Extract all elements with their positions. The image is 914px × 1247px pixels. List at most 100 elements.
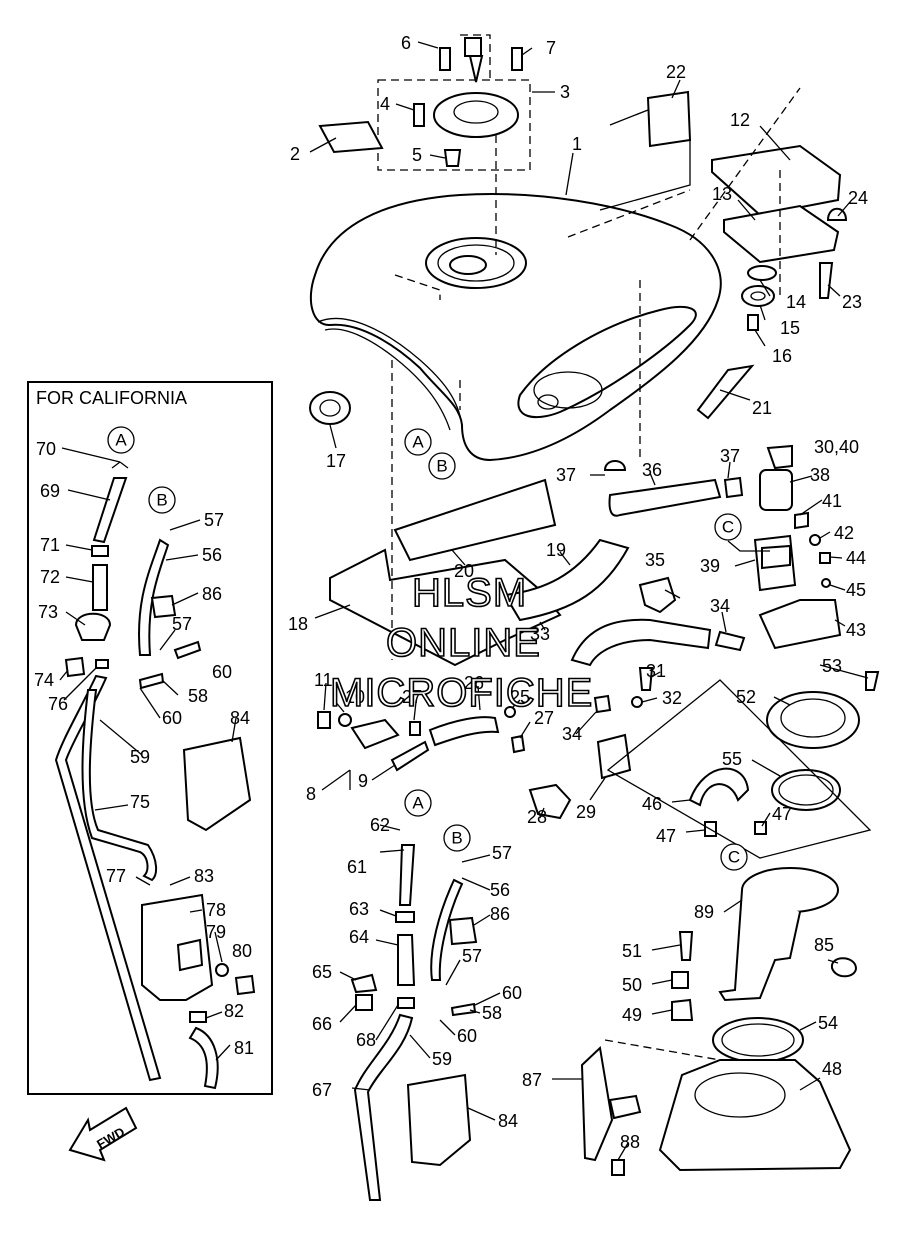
callout-47a: 47 [656, 826, 676, 846]
callout-89: 89 [694, 902, 714, 922]
inset-callout-80: 80 [232, 941, 252, 961]
inset-callout-58: 58 [188, 686, 208, 706]
inset-callout-70: 70 [36, 439, 56, 459]
ref-label: B [436, 457, 447, 476]
ref-label: A [412, 794, 424, 813]
ref-marker-c-pump: C [714, 513, 742, 541]
callout-42: 42 [834, 523, 854, 543]
callout-88: 88 [620, 1132, 640, 1152]
callout-62: 62 [370, 815, 390, 835]
callout-58: 58 [482, 1003, 502, 1023]
callout-26: 26 [464, 673, 484, 693]
callout-17: 17 [326, 451, 346, 471]
callout-53: 53 [822, 656, 842, 676]
ref-marker-b-line: B [443, 824, 471, 852]
california-inset [27, 381, 273, 1095]
ref-label: C [722, 518, 734, 537]
inset-callout-83: 83 [194, 866, 214, 886]
callout-16: 16 [772, 346, 792, 366]
callout-49: 49 [622, 1005, 642, 1025]
inset-callout-86: 86 [202, 584, 222, 604]
inset-callout-60a: 60 [212, 662, 232, 682]
inset-callout-59: 59 [130, 747, 150, 767]
inset-callout-56: 56 [202, 545, 222, 565]
inset-callout-60b: 60 [162, 708, 182, 728]
callout-60a: 60 [502, 983, 522, 1003]
inset-callout-74: 74 [34, 670, 54, 690]
inset-callout-73: 73 [38, 602, 58, 622]
callout-4: 4 [380, 94, 390, 114]
callout-32: 32 [662, 688, 682, 708]
inset-callout-57b: 57 [172, 614, 192, 634]
inset-callout-84: 84 [230, 708, 250, 728]
callout-numbers: 6 7 4 3 5 2 1 22 12 13 24 23 14 15 16 21… [34, 33, 868, 1152]
grommet-part-17 [309, 391, 351, 425]
callout-30-40: 30,40 [814, 437, 859, 457]
ref-marker-a-tank: A [404, 428, 432, 456]
callout-2: 2 [290, 144, 300, 164]
inset-callout-57a: 57 [204, 510, 224, 530]
inset-callout-69: 69 [40, 481, 60, 501]
ref-marker-b-inset: B [148, 486, 176, 514]
callout-19: 19 [546, 540, 566, 560]
inset-callout-76: 76 [48, 694, 68, 714]
ref-label: A [115, 431, 127, 450]
callout-27b: 27 [402, 687, 422, 707]
callout-45: 45 [846, 580, 866, 600]
emblem-part-2 [318, 120, 384, 154]
fwd-arrow-icon: FWD [68, 1106, 138, 1162]
callout-54: 54 [818, 1013, 838, 1033]
leader-lines [59, 41, 869, 1161]
ref-marker-c-hoses: C [720, 843, 748, 871]
fuel-pump-assembly [580, 671, 880, 1176]
callout-59: 59 [432, 1049, 452, 1069]
callout-84: 84 [498, 1111, 518, 1131]
ref-marker-a-inset: A [107, 426, 135, 454]
callout-85: 85 [814, 935, 834, 955]
inset-callout-77: 77 [106, 866, 126, 886]
callout-37a: 37 [556, 465, 576, 485]
callout-27a: 27 [534, 708, 554, 728]
ref-label: B [156, 491, 167, 510]
pad-part-20 [393, 478, 557, 562]
callout-10: 10 [345, 687, 365, 707]
inset-callout-79: 79 [206, 922, 226, 942]
callout-9: 9 [358, 771, 368, 791]
ref-label: B [451, 829, 462, 848]
callout-55: 55 [722, 749, 742, 769]
inset-callout-78: 78 [206, 900, 226, 920]
callout-57a: 57 [492, 843, 512, 863]
watermark: HLSM ONLINE MICROFICHE [329, 570, 593, 716]
fuel-tank [309, 189, 722, 462]
callout-11: 11 [314, 670, 333, 690]
inset-callout-71: 71 [40, 535, 60, 555]
callout-52: 52 [736, 687, 756, 707]
callout-28: 28 [527, 807, 547, 827]
callout-1: 1 [572, 134, 582, 154]
callout-25: 25 [510, 687, 530, 707]
inset-callout-72: 72 [40, 567, 60, 587]
callout-5: 5 [412, 145, 422, 165]
callout-63: 63 [349, 899, 369, 919]
callout-34a: 34 [710, 596, 730, 616]
callout-24: 24 [848, 188, 868, 208]
callout-38: 38 [810, 465, 830, 485]
callout-15: 15 [780, 318, 800, 338]
callout-6: 6 [401, 33, 411, 53]
callout-14: 14 [786, 292, 806, 312]
callout-7: 7 [546, 38, 556, 58]
inset-title: FOR CALIFORNIA [36, 388, 187, 408]
callout-18: 18 [288, 614, 308, 634]
callout-57b: 57 [462, 946, 482, 966]
callout-68: 68 [356, 1030, 376, 1050]
ref-label: A [412, 433, 424, 452]
callout-20: 20 [454, 561, 474, 581]
tank-cover-parts [689, 87, 848, 331]
callout-56: 56 [490, 880, 510, 900]
inset-callout-82: 82 [224, 1001, 244, 1021]
callout-87: 87 [522, 1070, 542, 1090]
ref-marker-a-line: A [404, 789, 432, 817]
inset-callout-75: 75 [130, 792, 150, 812]
callout-86: 86 [490, 904, 510, 924]
